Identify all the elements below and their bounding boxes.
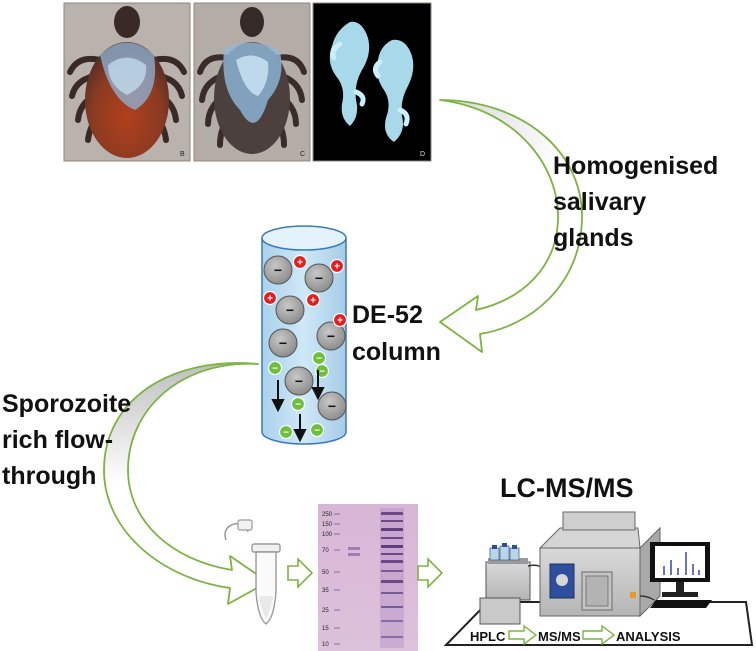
positive-ion	[329, 258, 345, 274]
flowthrough-line-3: through	[2, 462, 96, 490]
negative-ions: − − − − − −	[267, 350, 330, 440]
positive-ion-sign: +	[310, 296, 316, 307]
step-arrow-tube-to-gel	[287, 557, 314, 589]
gel-ladder-bands	[348, 547, 360, 556]
gel-marker-label: 70	[322, 548, 329, 554]
resin-bead	[284, 366, 314, 396]
resin-bead	[316, 321, 346, 351]
tick-c-head	[240, 7, 264, 37]
positive-ion	[292, 254, 308, 270]
bead-charge-sign: −	[315, 270, 323, 286]
solvent-bottles	[489, 543, 520, 561]
sds-page-gel: 250 150 100 70 50 35 25 15 10	[318, 504, 418, 651]
tick-panel-b: B	[63, 2, 191, 162]
bead-charge-sign: −	[327, 328, 335, 344]
bead-charge-sign: −	[295, 373, 303, 389]
bead-charge-sign: −	[328, 398, 336, 414]
resin-bead	[268, 328, 298, 358]
pipeline-steps: HPLC MS/MS ANALYSIS	[470, 624, 681, 646]
gel-marker-label: 250	[322, 512, 333, 518]
pipeline-arrow-2	[582, 624, 616, 646]
step-arrow-gel-to-lcms	[417, 557, 444, 589]
positive-ion	[332, 312, 348, 328]
homogenised-line-1: Homogenised	[553, 152, 718, 180]
resin-bead	[275, 295, 305, 325]
lcms-title: LC-MS/MS	[500, 473, 633, 503]
bead-charge-sign: −	[286, 302, 294, 318]
spectrum-peaks	[663, 552, 700, 575]
lcms-instrument-illustration: HPLC MS/MS ANALYSIS	[443, 511, 754, 646]
negative-ion	[311, 350, 327, 366]
panel-letter-d: D	[420, 151, 425, 158]
column-line-2: column	[352, 338, 441, 366]
analysis-computer	[639, 542, 712, 608]
tick-panel-d: D	[312, 2, 432, 162]
column-beads: −−−−−−−	[263, 255, 347, 421]
gel-sample-lane	[380, 508, 404, 648]
keyboard	[650, 600, 712, 608]
salivary-gland-right	[376, 39, 414, 142]
hplc-unit	[479, 543, 549, 625]
curved-arrow-flowthrough	[103, 362, 269, 605]
negative-ion	[267, 360, 283, 376]
resin-bead	[263, 255, 293, 285]
tick-image-panels: B C D	[63, 2, 432, 162]
de52-column: −−−−−−− +++++ −−−−−−	[261, 225, 348, 445]
column-label: DE-52 column	[352, 301, 441, 366]
positive-ion	[262, 290, 278, 306]
bead-charge-sign: −	[279, 335, 287, 351]
negative-ion-sign: −	[272, 364, 278, 375]
salivary-gland-left	[329, 21, 370, 126]
positive-ion-sign: +	[337, 316, 343, 327]
bead-charge-sign: −	[274, 262, 282, 278]
negative-ion-sign: −	[283, 428, 289, 439]
flowthrough-line-2: rich flow-	[2, 426, 113, 454]
homogenised-label: Homogenised salivary glands	[553, 152, 718, 252]
homogenised-line-2: salivary	[553, 188, 646, 216]
gel-marker-label: 100	[322, 532, 333, 538]
negative-ion-sign: −	[319, 367, 325, 378]
gel-marker-labels: 250 150 100 70 50 35 25 15 10	[322, 512, 340, 648]
eppendorf-tube-icon	[224, 519, 281, 625]
positive-ion-sign: +	[297, 258, 303, 269]
resin-bead	[304, 263, 334, 293]
tick-b-head	[114, 6, 140, 38]
step-msms: MS/MS	[538, 629, 581, 644]
gel-marker-label: 50	[322, 570, 329, 576]
negative-ion-sign: −	[316, 354, 322, 365]
panel-letter-b: B	[180, 151, 185, 158]
mass-spectrometer-unit	[538, 511, 661, 618]
tick-panel-c: C	[193, 2, 311, 162]
negative-ion	[278, 424, 294, 440]
positive-ion-sign: +	[267, 294, 273, 305]
step-analysis: ANALYSIS	[616, 629, 681, 644]
curved-arrow-homogenise	[439, 99, 583, 353]
negative-ion-sign: −	[295, 400, 301, 411]
positive-ions: + + + + +	[262, 254, 348, 328]
negative-ion-sign: −	[314, 426, 320, 437]
homogenised-line-3: glands	[553, 224, 634, 252]
positive-ion	[305, 292, 321, 308]
resin-bead	[317, 391, 347, 421]
pipeline-arrow-1	[508, 624, 538, 646]
gel-marker-label: 150	[322, 522, 333, 528]
step-hplc: HPLC	[470, 629, 506, 644]
gel-marker-label: 10	[322, 642, 329, 648]
panel-letter-c: C	[300, 151, 305, 158]
flow-arrows	[271, 370, 325, 443]
negative-ion	[309, 422, 325, 438]
monitor-screen	[655, 546, 705, 578]
flowthrough-label: Sporozoite rich flow- through	[2, 390, 131, 490]
negative-ion	[290, 396, 306, 412]
gel-marker-label: 15	[322, 626, 329, 632]
positive-ion-sign: +	[334, 262, 340, 273]
column-line-1: DE-52	[352, 301, 423, 329]
gel-marker-label: 35	[322, 588, 329, 594]
gel-marker-label: 25	[322, 608, 329, 614]
flowthrough-line-1: Sporozoite	[2, 390, 131, 418]
